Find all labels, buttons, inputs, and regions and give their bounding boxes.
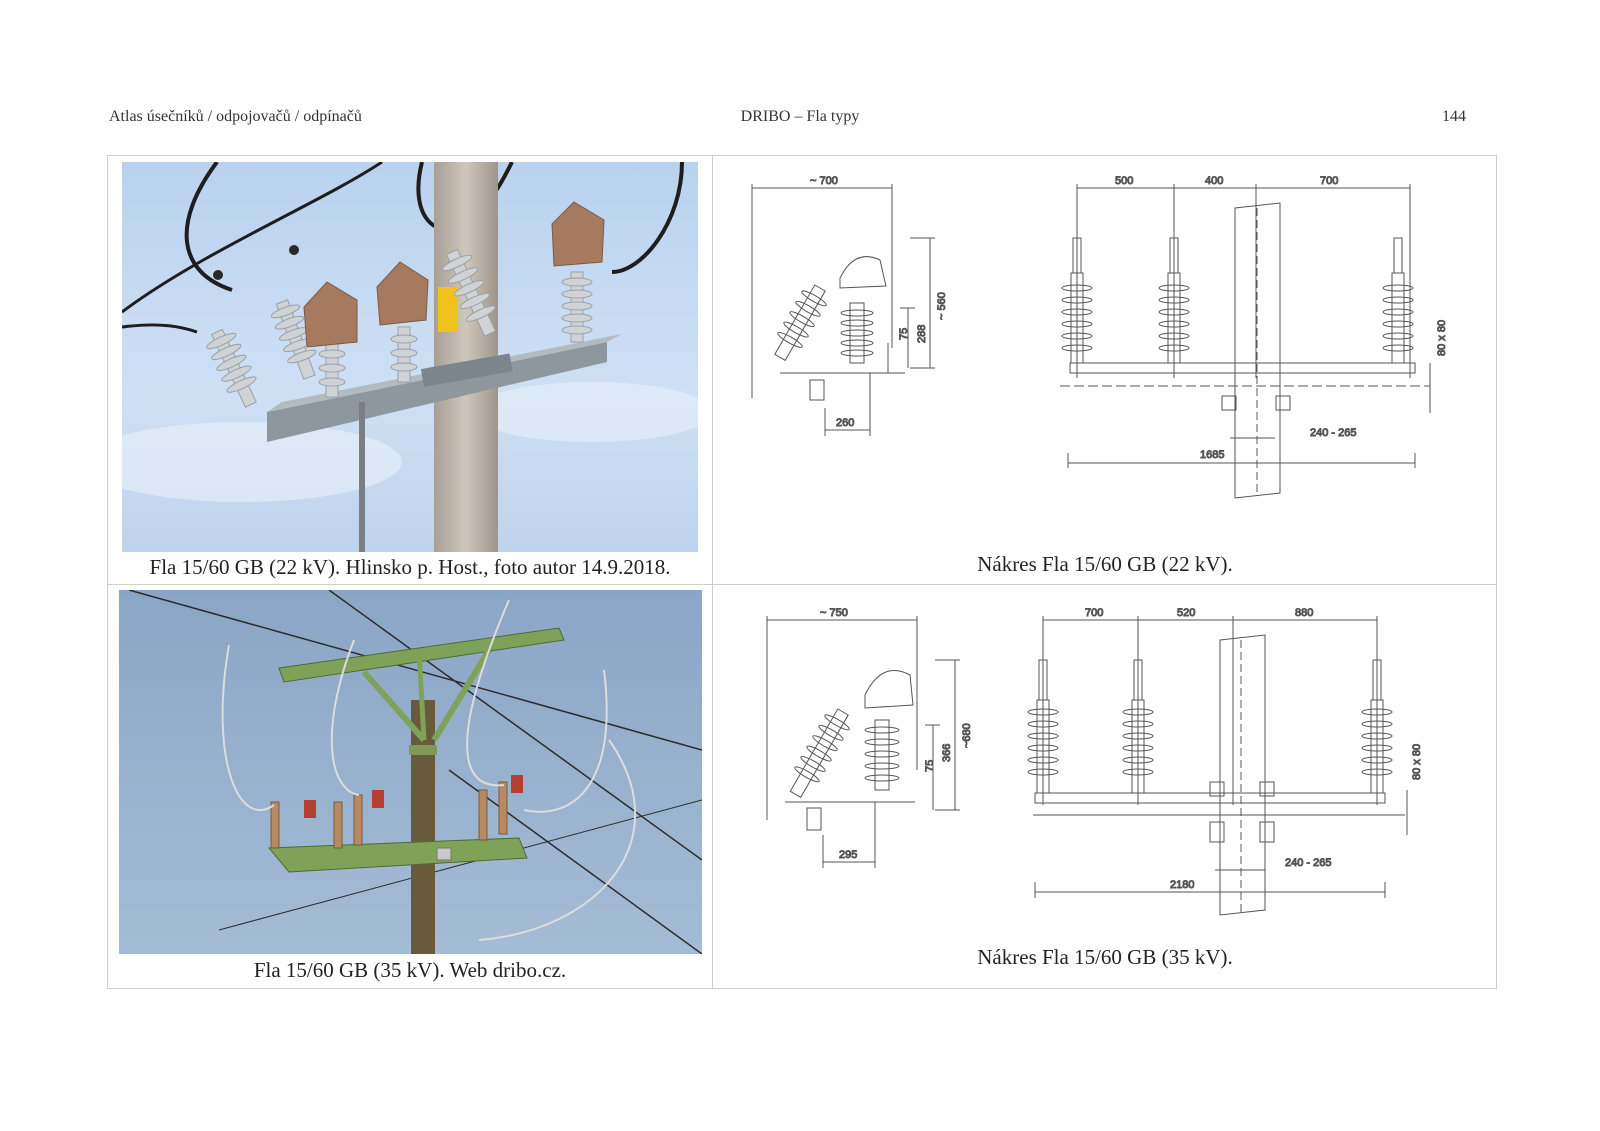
dim-side-base: 260	[836, 417, 854, 429]
dim-side-288: 288	[916, 325, 928, 343]
page-number: 144	[1442, 108, 1466, 125]
dim-side-base-35: 295	[839, 849, 857, 861]
figure-table	[107, 155, 1497, 989]
drawing-22kv: ~ 700 ~ 560 288 75 260	[730, 168, 1480, 528]
dim-front-crossarm: 80 x 80	[1436, 320, 1448, 356]
front-view-22kv	[1060, 184, 1431, 499]
dim-front-700: 700	[1320, 175, 1338, 187]
dim-front-520: 520	[1177, 607, 1195, 619]
atlas-title: Atlas úsečníků / odpojovačů / odpínačů	[109, 108, 362, 125]
photo-22kv-disconnector	[122, 162, 698, 552]
photo-35kv-disconnector	[119, 590, 702, 954]
caption-drawing-35kv: Nákres Fla 15/60 GB (35 kV).	[977, 945, 1233, 969]
dim-front-total: 1685	[1200, 449, 1224, 461]
drawing-35kv: ~ 750 ~680 366 75 295	[745, 600, 1485, 940]
dim-side-width: ~ 700	[810, 175, 838, 187]
dim-side-366: 366	[941, 744, 953, 762]
dim-front-700-35: 700	[1085, 607, 1103, 619]
dim-front-400: 400	[1205, 175, 1223, 187]
dim-side-height: ~ 560	[936, 292, 948, 320]
caption-photo-35kv: Fla 15/60 GB (35 kV). Web dribo.cz.	[253, 958, 567, 982]
side-view-35kv	[766, 616, 960, 868]
dim-front-500: 500	[1115, 175, 1133, 187]
caption-drawing-22kv: Nákres Fla 15/60 GB (22 kV).	[977, 552, 1233, 576]
dim-front-total-35: 2180	[1170, 879, 1194, 891]
dim-front-880: 880	[1295, 607, 1313, 619]
dim-side-75: 75	[898, 328, 910, 340]
dim-front-pole-range-35: 240 - 265	[1285, 857, 1331, 869]
section-title: DRIBO – Fla typy	[740, 108, 860, 125]
dim-side-75-35: 75	[924, 760, 936, 772]
dim-side-height-35: ~680	[961, 723, 973, 748]
table-divider-vertical	[712, 155, 713, 989]
table-divider-horizontal	[107, 584, 1497, 585]
caption-photo-22kv: Fla 15/60 GB (22 kV). Hlinsko p. Host., …	[149, 555, 671, 579]
dim-side-width-35: ~ 750	[820, 607, 848, 619]
front-view-35kv	[1027, 616, 1408, 916]
dim-front-crossarm-35: 80 x 80	[1411, 744, 1423, 780]
side-view-22kv	[751, 184, 935, 436]
dim-front-pole-range: 240 - 265	[1310, 427, 1356, 439]
